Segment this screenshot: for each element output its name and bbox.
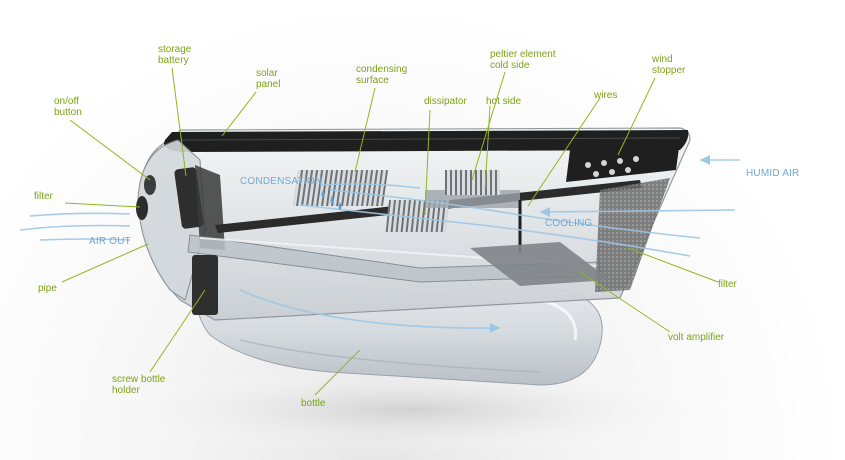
label-wires: wires <box>594 90 618 101</box>
filter-right-shape <box>595 178 670 292</box>
label-volt-amplifier: volt amplifier <box>668 332 725 343</box>
label-filter-right: filter <box>718 279 737 290</box>
flow-condensation: CONDENSATION <box>240 176 323 187</box>
label-hot-side: hot side <box>486 96 522 107</box>
label-on-off-button: on/off button <box>54 96 82 118</box>
label-screw-bottle-holder: screw bottle holder <box>112 374 166 396</box>
on-off-button-shape <box>144 175 156 195</box>
airflow-lines <box>19 159 740 329</box>
flow-air-out: AIR OUT <box>89 236 131 247</box>
label-bottle: bottle <box>301 398 326 409</box>
label-wind-stopper: wind stopper <box>652 54 686 76</box>
label-dissipator: dissipator <box>424 96 467 107</box>
label-peltier-cold-side: peltier element cold side <box>490 49 556 71</box>
condensing-fins <box>293 170 389 206</box>
screw-holder-shape <box>192 255 218 315</box>
floor-shadow <box>80 365 740 455</box>
solar-panel-shape <box>164 130 689 152</box>
flow-humid-air: HUMID AIR <box>746 168 800 179</box>
label-solar-panel: solar panel <box>256 68 281 90</box>
volt-amplifier-shape <box>470 242 610 286</box>
label-condensing-surface: condensing surface <box>356 64 408 86</box>
label-filter-left: filter <box>34 191 53 202</box>
label-storage-battery: storage battery <box>158 44 192 66</box>
label-pipe: pipe <box>38 283 57 294</box>
leader-lines <box>61 67 719 396</box>
flow-cooling: COOLING <box>545 218 593 229</box>
